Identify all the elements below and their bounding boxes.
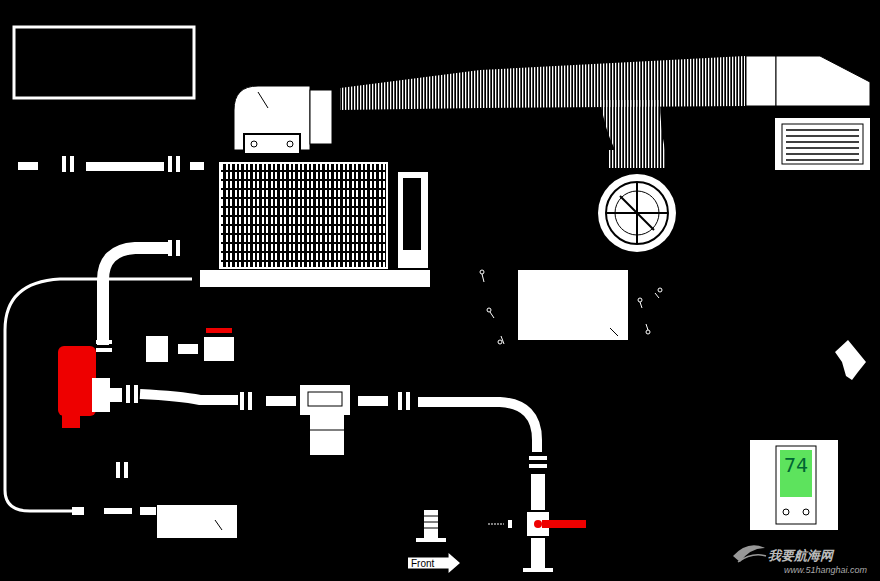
- node-text: Front: [411, 558, 434, 569]
- node-text: 74: [784, 454, 808, 476]
- watermark-url: www.51hanghai.com: [784, 565, 867, 575]
- watermark: 我要航海网: [768, 547, 833, 565]
- front-arrow: Front: [408, 553, 460, 573]
- thermostat-display: 74: [780, 450, 812, 497]
